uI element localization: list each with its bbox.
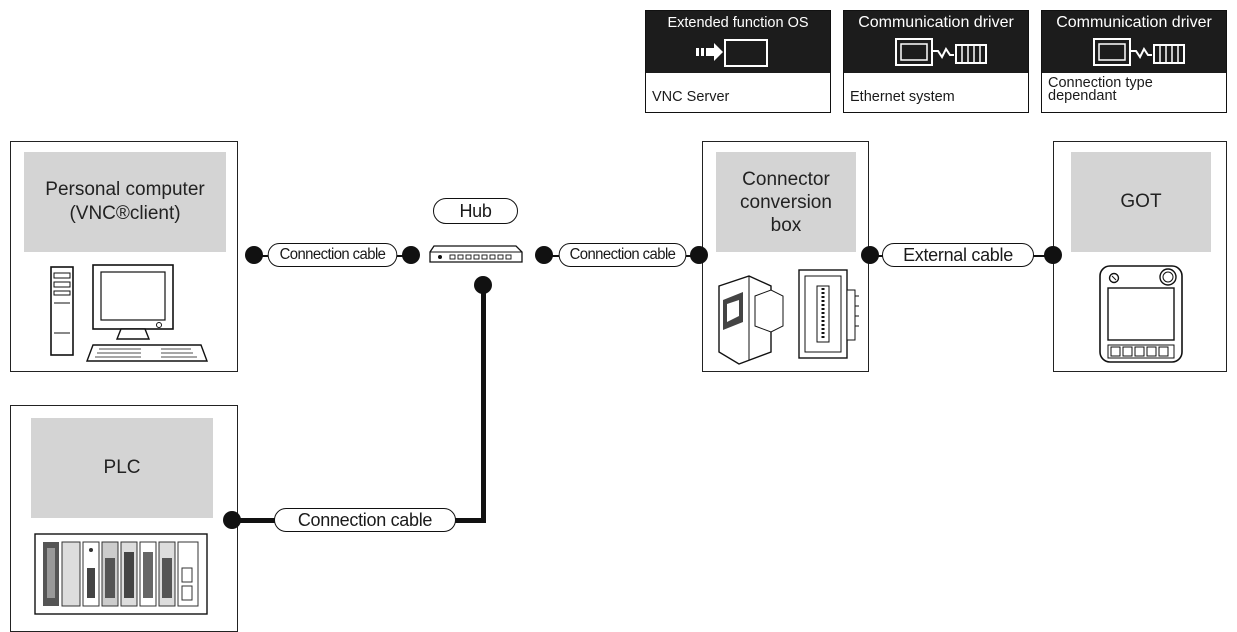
connector-dot [1044, 246, 1062, 264]
software-footer: VNC Server [652, 89, 730, 105]
cable-label-hub-converter: Connection cable [558, 243, 687, 267]
connector-dot [402, 246, 420, 264]
connector-conversion-box-icon [718, 269, 859, 365]
connector-conversion-box-node: Connector conversion box [702, 141, 869, 372]
personal-computer-label: Personal computer (VNC®client) [24, 152, 226, 252]
software-box-extended-os: Extended function OS VNC Server [645, 10, 831, 113]
software-header [646, 11, 830, 73]
got-panel-icon [1099, 265, 1183, 363]
cable-label-converter-got: External cable [882, 243, 1034, 267]
personal-computer-icon [50, 264, 209, 362]
software-header-title: Extended function OS [667, 15, 809, 31]
communication-driver-icon [895, 38, 987, 66]
connector-dot [223, 511, 241, 529]
hub-label: Hub [433, 198, 518, 224]
software-header [844, 11, 1028, 73]
connector-dot [690, 246, 708, 264]
software-box-connection-driver: Communication driver Connection type dep… [1041, 10, 1227, 113]
communication-driver-icon [1093, 38, 1185, 66]
personal-computer-node: Personal computer (VNC®client) [10, 141, 238, 372]
software-header [1042, 11, 1226, 73]
got-node: GOT [1053, 141, 1227, 372]
cable-label-pc-hub: Connection cable [267, 243, 398, 267]
extended-os-icon [696, 39, 768, 67]
cable-label-plc-hub: Connection cable [274, 508, 456, 532]
connector-dot [474, 276, 492, 294]
plc-label: PLC [31, 418, 213, 518]
software-header-title: Communication driver [1056, 14, 1212, 31]
cable-line [481, 286, 486, 522]
connector-dot [245, 246, 263, 264]
software-box-ethernet-driver: Communication driver Ethernet system [843, 10, 1029, 113]
software-header-title: Communication driver [858, 14, 1014, 31]
connector-conversion-box-label: Connector conversion box [716, 152, 856, 252]
hub-icon [429, 245, 523, 263]
connector-dot [535, 246, 553, 264]
plc-rack-icon [34, 533, 208, 615]
software-footer: Ethernet system [850, 89, 955, 105]
software-footer: Connection type dependant [1048, 75, 1153, 104]
plc-node: PLC [10, 405, 238, 632]
got-label: GOT [1071, 152, 1211, 252]
